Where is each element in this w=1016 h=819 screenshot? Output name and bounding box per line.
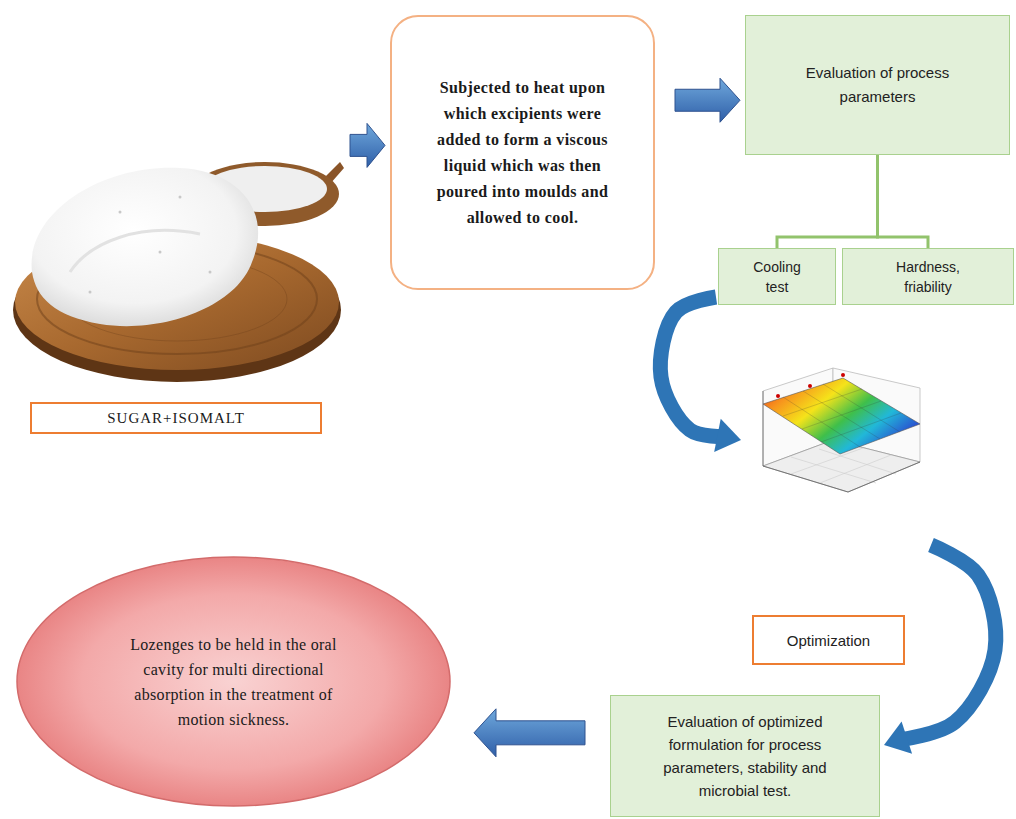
evaluation-box: Evaluation of process parameters (745, 15, 1010, 155)
outcome-text: Lozenges to be held in the oral cavity f… (129, 632, 339, 732)
process-text: Subjected to heat upon which excipients … (435, 75, 610, 231)
optimization-node: Optimization (745, 365, 928, 668)
box-text: Cooling test (746, 257, 808, 297)
ingredient-label: SUGAR+ISOMALT (30, 402, 322, 434)
illustration-part (763, 391, 764, 466)
illustration-part (848, 462, 920, 492)
flow-connector (675, 78, 740, 122)
ellipse-outline (15, 555, 452, 808)
process-box: Subjected to heat upon which excipients … (390, 15, 655, 290)
box-text: Evaluation of process parameters (788, 61, 968, 109)
illustration-part (179, 196, 182, 199)
illustration-part (808, 384, 812, 388)
illustration-part (823, 384, 900, 432)
curved-arrow (660, 297, 724, 437)
box-text: Hardness, friability (883, 257, 973, 297)
flow-connector (660, 297, 741, 452)
ingredient-node: SUGAR+ISOMALT (10, 122, 345, 434)
illustration-part (776, 394, 780, 398)
illustration-part (841, 373, 845, 377)
branch-line (777, 155, 878, 248)
illustration-part (803, 391, 880, 439)
block-arrow (350, 123, 385, 167)
branch-line (878, 155, 929, 248)
arrow-head (884, 721, 912, 753)
flow-connector (878, 155, 929, 248)
illustration-part (70, 230, 200, 272)
illustration-part (791, 457, 876, 483)
curved-arrow (900, 545, 996, 740)
test-box: Cooling test (718, 248, 836, 305)
flow-connector (350, 123, 385, 167)
illustration-part (783, 397, 860, 447)
step-label: Optimization (752, 615, 905, 665)
illustration-part (819, 449, 896, 474)
illustration-part (159, 251, 162, 254)
outcome-ellipse: Lozenges to be held in the oral cavity f… (15, 555, 452, 808)
illustration-part (32, 168, 259, 326)
surface-plot (748, 366, 928, 504)
ellipse-shape (17, 557, 450, 806)
arrow-head (714, 419, 741, 452)
test-box: Hardness, friability (842, 248, 1014, 305)
illustration-part (763, 378, 920, 454)
block-arrow (474, 709, 585, 757)
illustration-part (119, 211, 122, 214)
illustration-part (89, 291, 92, 294)
illustration-part (209, 271, 212, 274)
illustration-part (763, 466, 848, 492)
block-arrow (675, 78, 740, 122)
illustration-part (821, 413, 901, 442)
box-text: Evaluation of optimized formulation for … (650, 710, 840, 802)
flow-connector (777, 155, 878, 248)
sugar-photo (10, 122, 345, 384)
evaluation-box: Evaluation of optimized formulation for … (610, 695, 880, 817)
flow-connector (474, 709, 585, 757)
